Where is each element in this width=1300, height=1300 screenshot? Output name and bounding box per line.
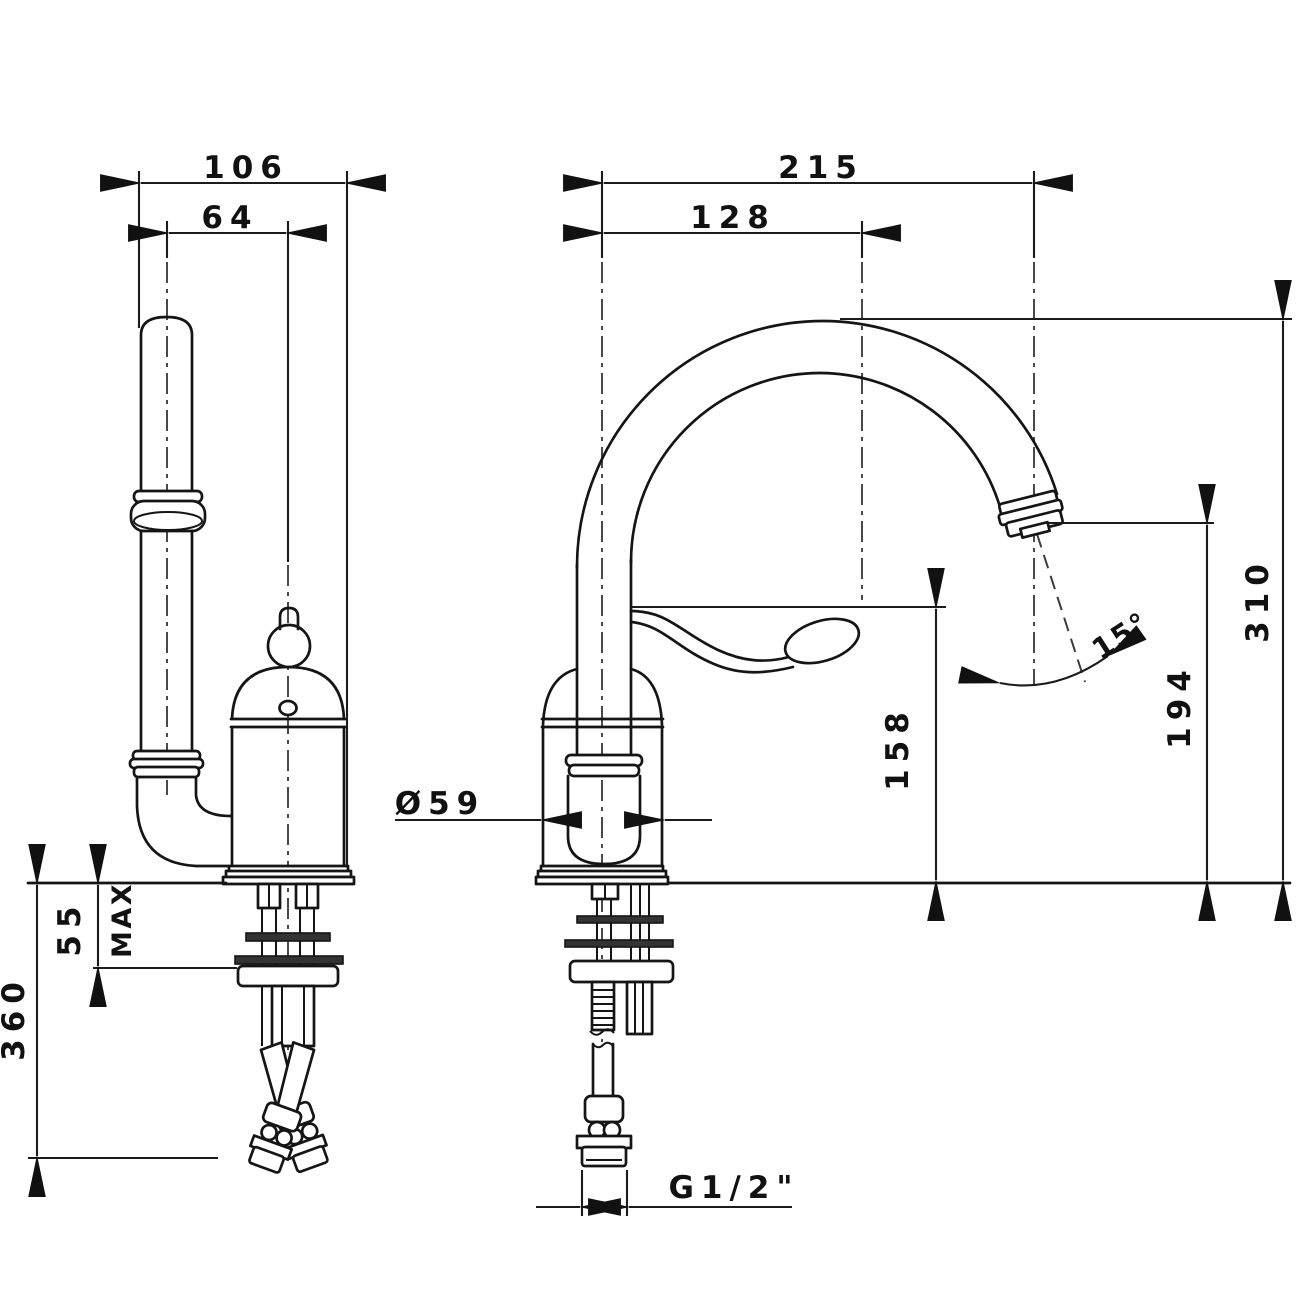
right-body-cylinder: [541, 725, 664, 868]
label-dia59: Ø59: [395, 786, 486, 822]
label-360: 360: [0, 975, 32, 1061]
hose-collar: [261, 1101, 303, 1133]
right-washer-1: [576, 915, 664, 924]
left-body-dome-rings: [229, 717, 347, 729]
left-base-flange-3: [221, 875, 356, 886]
spout-outer-arc: [575, 319, 1059, 569]
left-washer-1: [245, 932, 331, 942]
right-view: [534, 319, 1064, 1168]
left-elbow: [135, 775, 233, 868]
left-spout-collar-curve: [133, 511, 203, 531]
cartridge-tube: [566, 774, 642, 866]
dimension-lines: [28, 174, 1292, 1216]
supply-tube: [591, 1042, 615, 1099]
right-body-dome: [541, 667, 664, 727]
left-hose-right: [248, 1041, 316, 1174]
tube-break: [592, 1041, 614, 1049]
hose-tip: [248, 1145, 286, 1174]
stud-break: [589, 1028, 615, 1036]
angled-flow-line: [1036, 533, 1086, 683]
right-washer-2: [564, 939, 674, 948]
stud-threads: [592, 989, 614, 1026]
handle-knob: [783, 617, 861, 665]
right-underdeck: [564, 882, 675, 1168]
extension-lines: [26, 171, 1292, 1216]
label-106: 106: [203, 150, 289, 186]
right-mounting-plate: [568, 959, 675, 984]
connector-collar: [583, 1094, 625, 1124]
label-max: MAX: [107, 882, 138, 958]
label-15deg: 15°: [1086, 605, 1156, 667]
left-spout-tube: [139, 315, 194, 494]
hex-stud-facets: [634, 982, 644, 1034]
angle-arc-15: [958, 625, 1147, 687]
left-handle-knob-cap: [278, 606, 300, 631]
label-310: 310: [1240, 557, 1276, 643]
riser-tube: [575, 558, 633, 757]
left-body-screw: [278, 699, 298, 717]
right-body-dome-rings: [540, 717, 665, 729]
spout-inner-arc: [629, 371, 1002, 564]
left-handle-knob: [266, 623, 312, 669]
label-194: 194: [1162, 663, 1198, 749]
handle-lever-bottom: [629, 620, 795, 674]
cartridge-collar-2: [567, 763, 641, 778]
left-washer-2: [234, 955, 344, 965]
label-55: 55: [52, 899, 88, 956]
left-underdeck: [234, 882, 344, 1174]
left-body-cylinder: [230, 725, 346, 868]
label-158: 158: [880, 705, 916, 791]
left-shank-facets: [281, 986, 305, 1046]
label-64: 64: [201, 200, 258, 236]
left-shank: [270, 984, 316, 1048]
left-view: [128, 315, 356, 1174]
left-mounting-plate: [236, 964, 340, 988]
hose-tip: [291, 1145, 329, 1174]
handle-lever-top: [629, 609, 791, 662]
left-joint-ring-3: [132, 765, 201, 779]
aerator-outlet: [1018, 520, 1051, 539]
dimension-labels: 106 64 215 128 Ø59 158 194 310 15° 55 MA…: [0, 150, 1276, 1206]
left-spout-tube-lower: [139, 529, 194, 754]
hex-stud: [625, 980, 654, 1036]
label-g12: G1/2": [668, 1170, 799, 1206]
aerator: [997, 489, 1064, 539]
label-128: 128: [690, 200, 776, 236]
connector-thread-tip: [580, 1145, 628, 1168]
label-215: 215: [778, 150, 864, 186]
